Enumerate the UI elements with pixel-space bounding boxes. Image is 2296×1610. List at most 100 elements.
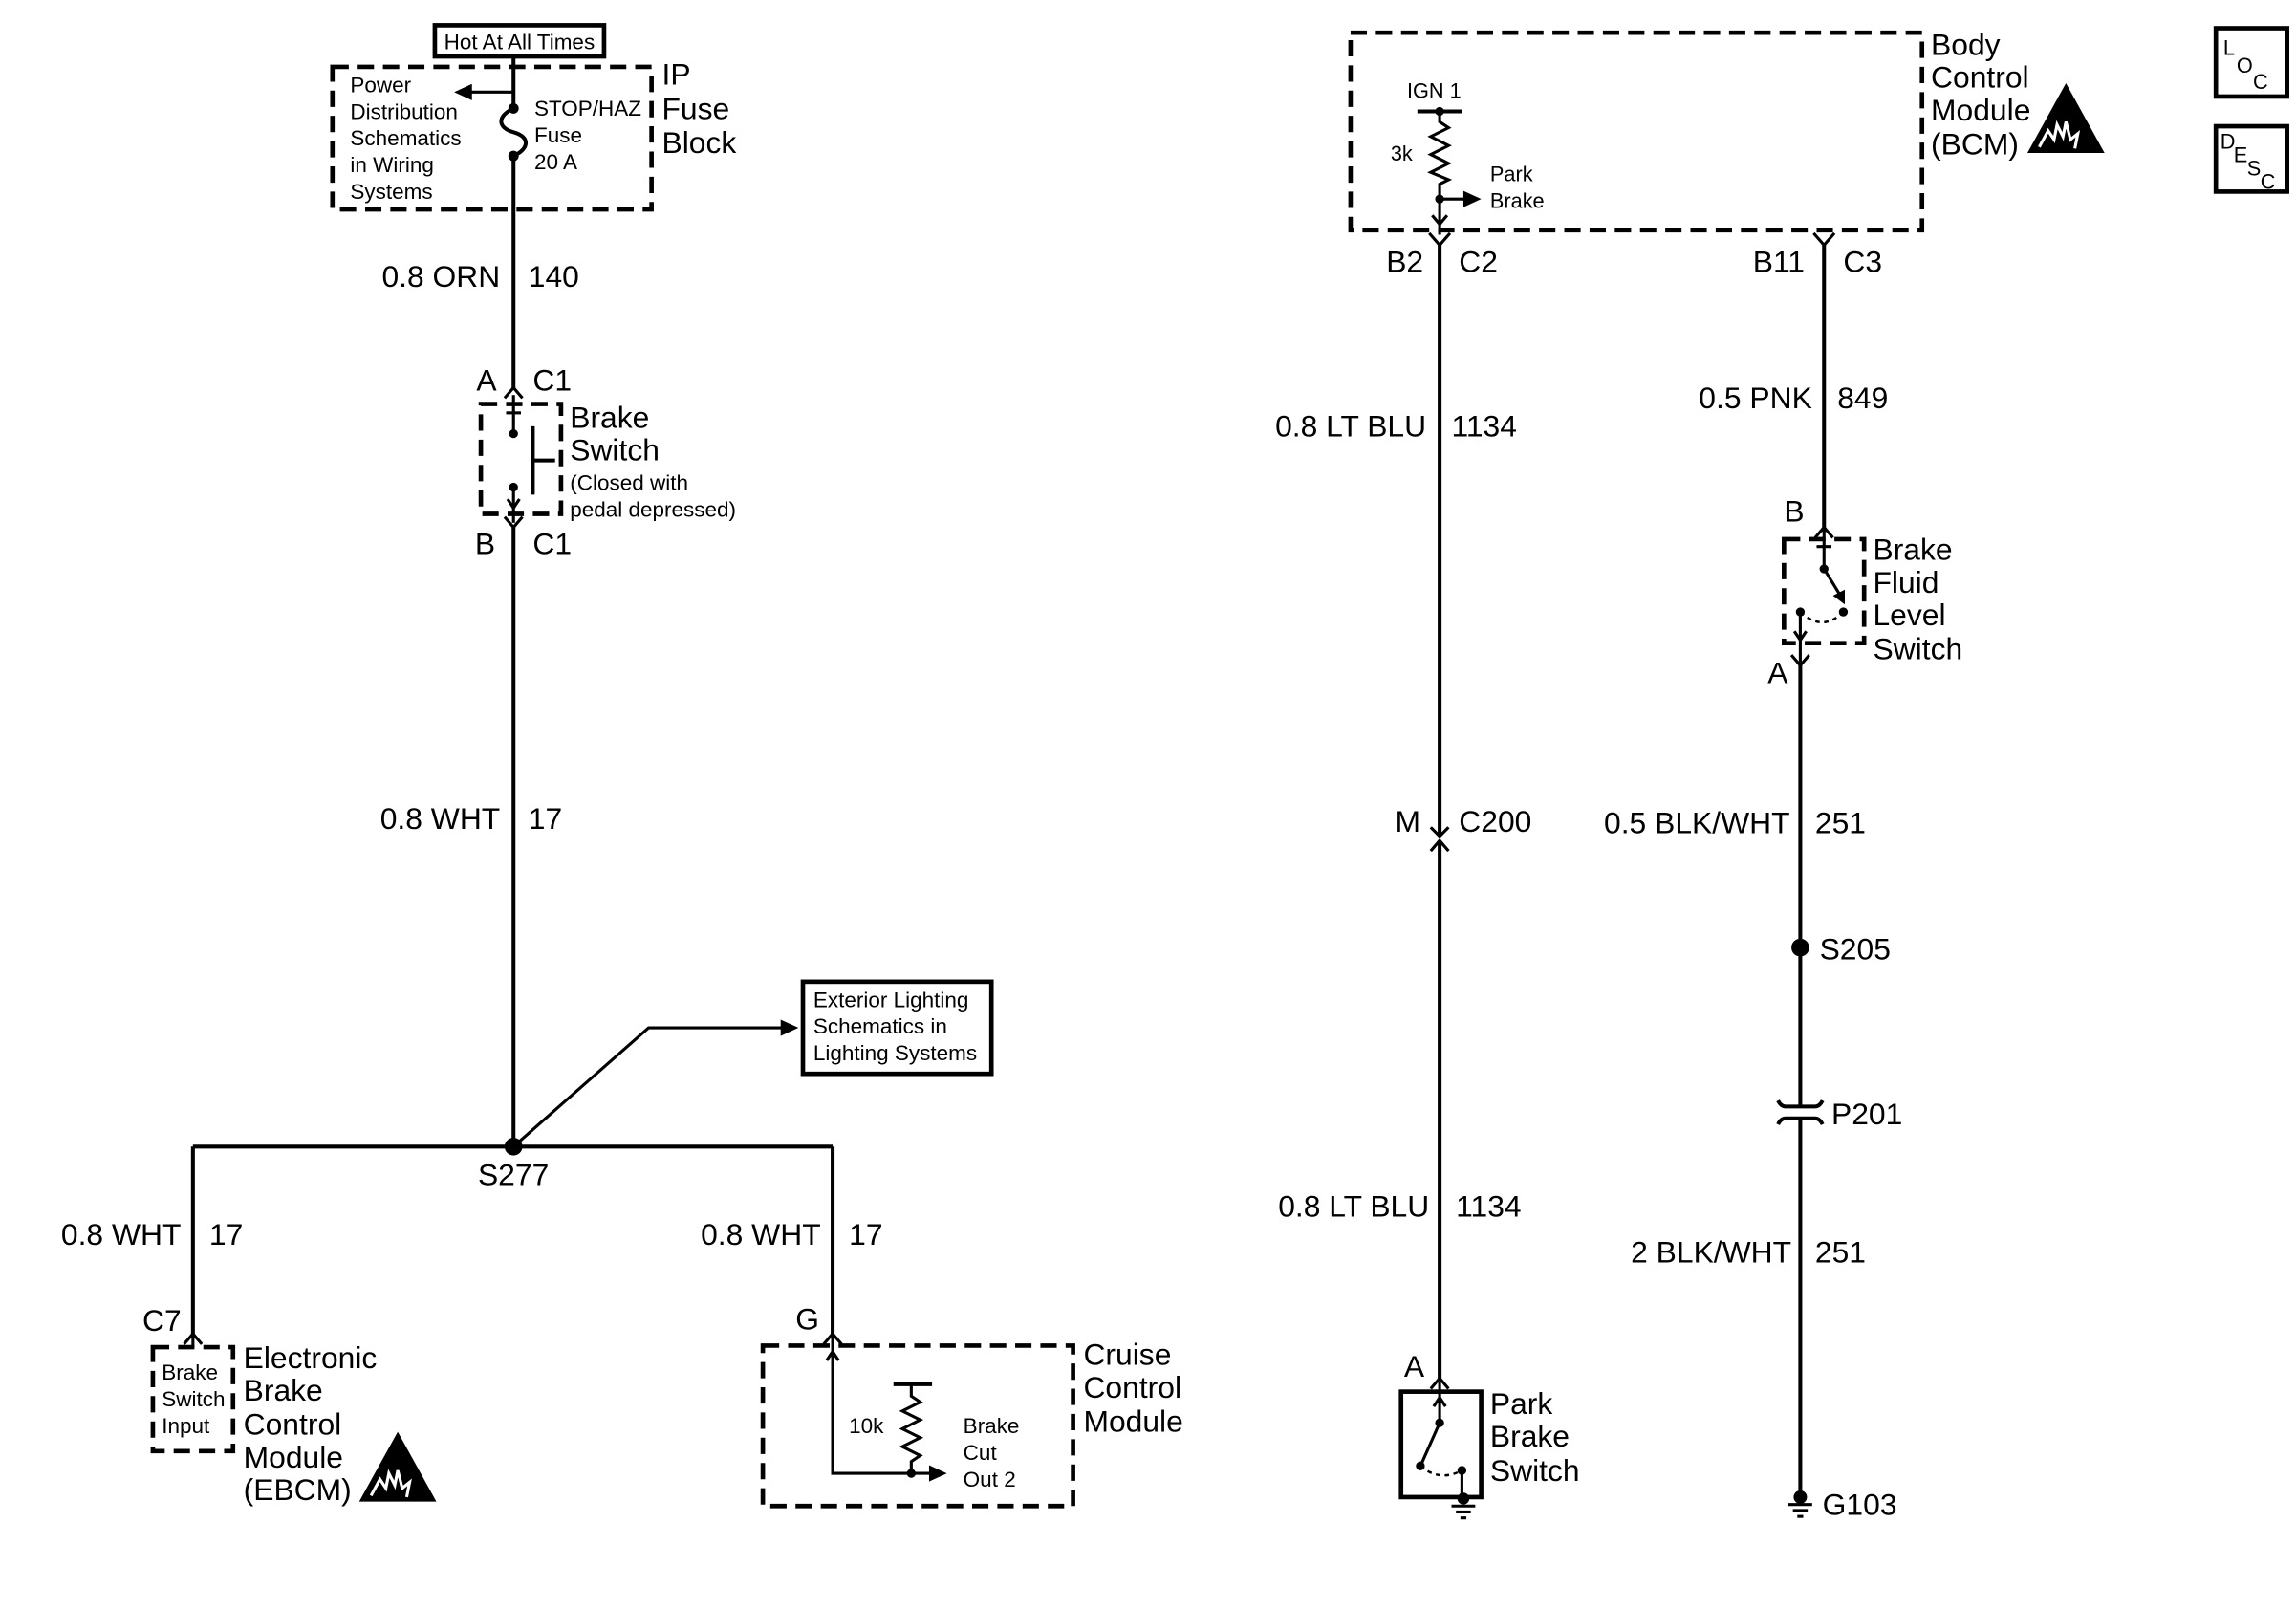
desc-icon-letter-e[interactable]: E <box>2234 142 2247 166</box>
exterior-lighting-line-3[interactable]: Lighting Systems <box>813 1041 977 1065</box>
loc-icon-letter-c[interactable]: C <box>2253 70 2268 94</box>
park-brake-switch-label-3: Switch <box>1490 1453 1580 1488</box>
fluid-switch-lower-arrow <box>1792 630 1808 643</box>
power-distribution-line-2[interactable]: Distribution <box>350 99 458 123</box>
ebcm-module-label-4: Module <box>244 1440 343 1474</box>
ground-g103-node <box>1793 1490 1808 1504</box>
park-brake-case-ground-icon <box>1451 1492 1476 1520</box>
connector-c200-pin: M <box>1396 804 1421 838</box>
loc-icon-frame[interactable] <box>2213 26 2290 99</box>
connector-c3-id: C3 <box>1843 244 1882 278</box>
brake-fluid-switch-label-2: Fluid <box>1873 565 1939 599</box>
park-brake-switch-label-1: Park <box>1490 1386 1553 1421</box>
connector-c2-id: C2 <box>1459 244 1498 278</box>
exterior-lighting-reference-box[interactable] <box>800 979 994 1077</box>
bcm-park-brake-arrowhead <box>1462 190 1482 207</box>
pass-through-p201-symbol <box>1776 1099 1825 1125</box>
bcm-label-1: Body <box>1931 27 2001 61</box>
bcm-resistor-value: 3k <box>1391 141 1413 165</box>
cruise-module-outline <box>760 1343 1075 1509</box>
brake-cut-out-label-3: Out 2 <box>964 1468 1016 1491</box>
exterior-lighting-line-1[interactable]: Exterior Lighting <box>813 988 969 1012</box>
exterior-lighting-reference[interactable]: Exterior Lighting Schematics in Lighting… <box>800 979 994 1077</box>
desc-icon-letter-d[interactable]: D <box>2220 129 2236 153</box>
bcm-esd-warning-icon <box>2026 82 2105 154</box>
p201-lower-bar <box>1776 1116 1825 1125</box>
bcm-label-2: Control <box>1931 60 2029 95</box>
body-control-module: IGN 1 3k Park Brake Body Control Module … <box>1348 27 2105 278</box>
cruise-resistor-value: 10k <box>849 1414 884 1438</box>
desc-icon-letter-s[interactable]: S <box>2247 156 2261 180</box>
ebcm-module-label-1: Electronic <box>244 1340 378 1375</box>
wire-140-circuit-number: 140 <box>529 259 579 294</box>
bcm-label-3: Module <box>1931 93 2030 127</box>
wire-251-upper-size-color: 0.5 BLK/WHT <box>1604 806 1790 840</box>
brake-switch-lower-arrow <box>506 498 521 511</box>
power-distribution-line-5[interactable]: Systems <box>350 180 432 204</box>
loc-icon-letter-o[interactable]: O <box>2237 54 2253 77</box>
wire-1134-upper-size-color: 0.8 LT BLU <box>1275 409 1426 444</box>
wire-17-ebcm-size-color: 0.8 WHT <box>61 1217 182 1251</box>
wire-140-size-color: 0.8 ORN <box>381 259 500 294</box>
connector-c1-pin-a-symbol <box>503 385 524 400</box>
bcm-supply-label: IGN 1 <box>1407 79 1462 103</box>
bcm-park-brake-label-1: Park <box>1490 163 1533 186</box>
ebcm-input-outline <box>150 1344 236 1454</box>
bcm-label-4: (BCM) <box>1931 127 2019 162</box>
bcm-3k-resistor <box>1427 111 1453 200</box>
ebcm-module-label-3: Control <box>244 1407 342 1442</box>
desc-icon-frame[interactable] <box>2213 123 2290 194</box>
power-distribution-line-4[interactable]: in Wiring <box>350 153 434 177</box>
connector-c200-id: C200 <box>1459 804 1531 838</box>
ebcm-module-label-2: Brake <box>244 1373 323 1407</box>
park-brake-circuit: 0.8 LT BLU 1134 M C200 0.8 LT BLU 1134 A… <box>1275 245 1580 1520</box>
exterior-lighting-line-2[interactable]: Schematics in <box>813 1014 947 1038</box>
power-distribution-line-3[interactable]: Schematics <box>350 126 461 150</box>
connector-c3-pin: B11 <box>1753 244 1805 278</box>
park-brake-switch-lead-arrow <box>1432 1395 1447 1408</box>
connector-c2-symbol <box>1428 231 1452 248</box>
exterior-lighting-arrowhead <box>780 1019 799 1036</box>
brake-switch-label-1: Brake <box>570 400 649 434</box>
park-brake-switch-pin: A <box>1404 1349 1425 1383</box>
wire-17-cruise-circuit-number: 17 <box>849 1217 882 1251</box>
fluid-switch-blade <box>1822 568 1842 597</box>
brake-switch-outline <box>478 402 564 516</box>
exterior-lighting-leader-line <box>512 1026 784 1148</box>
ebcm-input-label-1: Brake <box>162 1360 218 1384</box>
brake-fluid-switch-label-1: Brake <box>1873 533 1952 567</box>
cruise-input-tick <box>825 1348 840 1361</box>
brake-fluid-circuit: 0.5 PNK 849 B Brake Fluid Level Switch A… <box>1604 245 1962 1522</box>
park-brake-switch-connector-symbol <box>1429 1376 1450 1390</box>
ebcm-branch: 0.8 WHT 17 C7 Brake Switch Input Electro… <box>61 1146 437 1507</box>
wire-1134-lower-size-color: 0.8 LT BLU <box>1278 1188 1429 1223</box>
brake-fluid-switch-label-3: Level <box>1873 598 1945 632</box>
desc-icon[interactable]: D E S C <box>2213 123 2290 194</box>
park-brake-switch-blade <box>1420 1422 1441 1464</box>
connector-c1-top-id: C1 <box>532 363 572 398</box>
loc-icon[interactable]: L O C <box>2213 26 2290 99</box>
connector-c1-pin-a: A <box>476 363 497 398</box>
loc-icon-letter-l[interactable]: L <box>2223 35 2235 59</box>
fuse-word-label: Fuse <box>534 123 582 147</box>
wire-1134-upper-circuit-number: 1134 <box>1452 409 1517 444</box>
fluid-switch-blade-arrowhead <box>1832 589 1845 605</box>
wire-17-main-size-color: 0.8 WHT <box>380 801 501 836</box>
ebcm-esd-triangle <box>358 1431 437 1502</box>
desc-icon-letter-c[interactable]: C <box>2261 169 2276 193</box>
cruise-10k-resistor <box>899 1383 924 1474</box>
ebcm-input-label-3: Input <box>162 1414 210 1438</box>
fuse-output-terminal <box>508 150 519 162</box>
brake-cut-out-label-2: Cut <box>964 1441 998 1465</box>
ip-fuse-block-label-1: IP <box>661 57 690 92</box>
wire-17-cruise-size-color: 0.8 WHT <box>701 1217 821 1251</box>
power-distribution-line-1[interactable]: Power <box>350 73 411 97</box>
ip-fuse-block-label-2: Fuse <box>661 91 729 125</box>
fuse-rating-label: 20 A <box>534 150 577 174</box>
bcm-esd-triangle <box>2026 82 2105 154</box>
power-distribution-reference[interactable]: Power Distribution Schematics in Wiring … <box>350 73 461 204</box>
hot-at-all-times-box <box>432 23 607 59</box>
cruise-module-label-1: Cruise <box>1083 1338 1171 1372</box>
brake-cut-out-label-1: Brake <box>964 1414 1020 1438</box>
